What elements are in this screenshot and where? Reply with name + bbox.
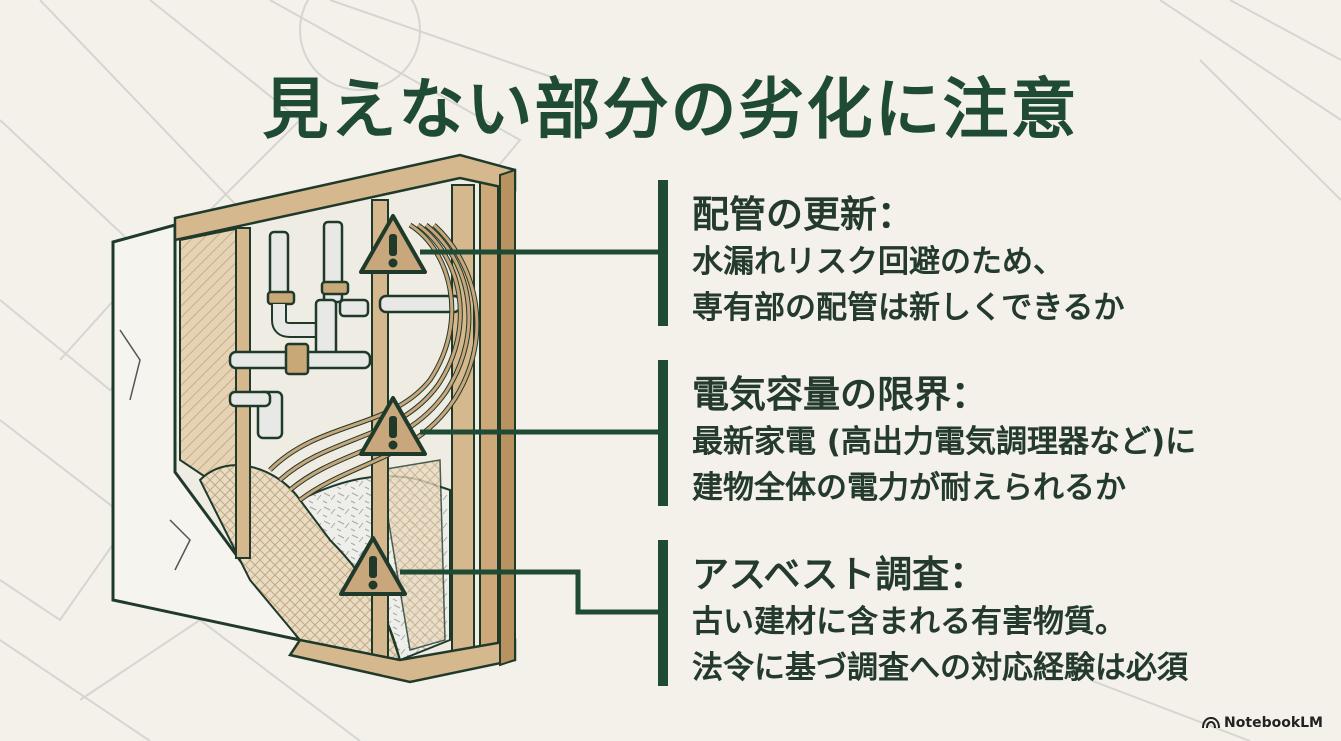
notebooklm-icon [1202, 717, 1221, 729]
warning-icon [359, 396, 427, 456]
warning-icon [359, 214, 427, 274]
page-title: 見えない部分の劣化に注意 [262, 71, 1079, 148]
callout-line: 専有部の配管は新しくできるか [692, 290, 1125, 326]
callout-heading: アスベスト調査： [692, 553, 987, 596]
callout-line: 建物全体の電力が耐えられるか [692, 470, 1126, 506]
callout-heading: 配管の更新： [692, 193, 914, 236]
callout-line: 水漏れリスク回避のため、 [692, 244, 1064, 280]
notebooklm-logo: NotebookLM [1202, 715, 1323, 731]
callout-heading: 電気容量の限界： [692, 373, 988, 416]
callout-line: 古い建材に含まれる有害物質。 [692, 604, 1126, 640]
callout-line: 最新家電 (高出力電気調理器など)に [692, 424, 1197, 460]
callout-bar [658, 540, 668, 686]
callout-line: 法令に基づ調査への対応経験は必須 [692, 650, 1188, 686]
warning-icon [339, 536, 407, 596]
callout-bar [658, 360, 668, 506]
callout-bar [658, 180, 668, 326]
logo-text: NotebookLM [1224, 715, 1323, 731]
